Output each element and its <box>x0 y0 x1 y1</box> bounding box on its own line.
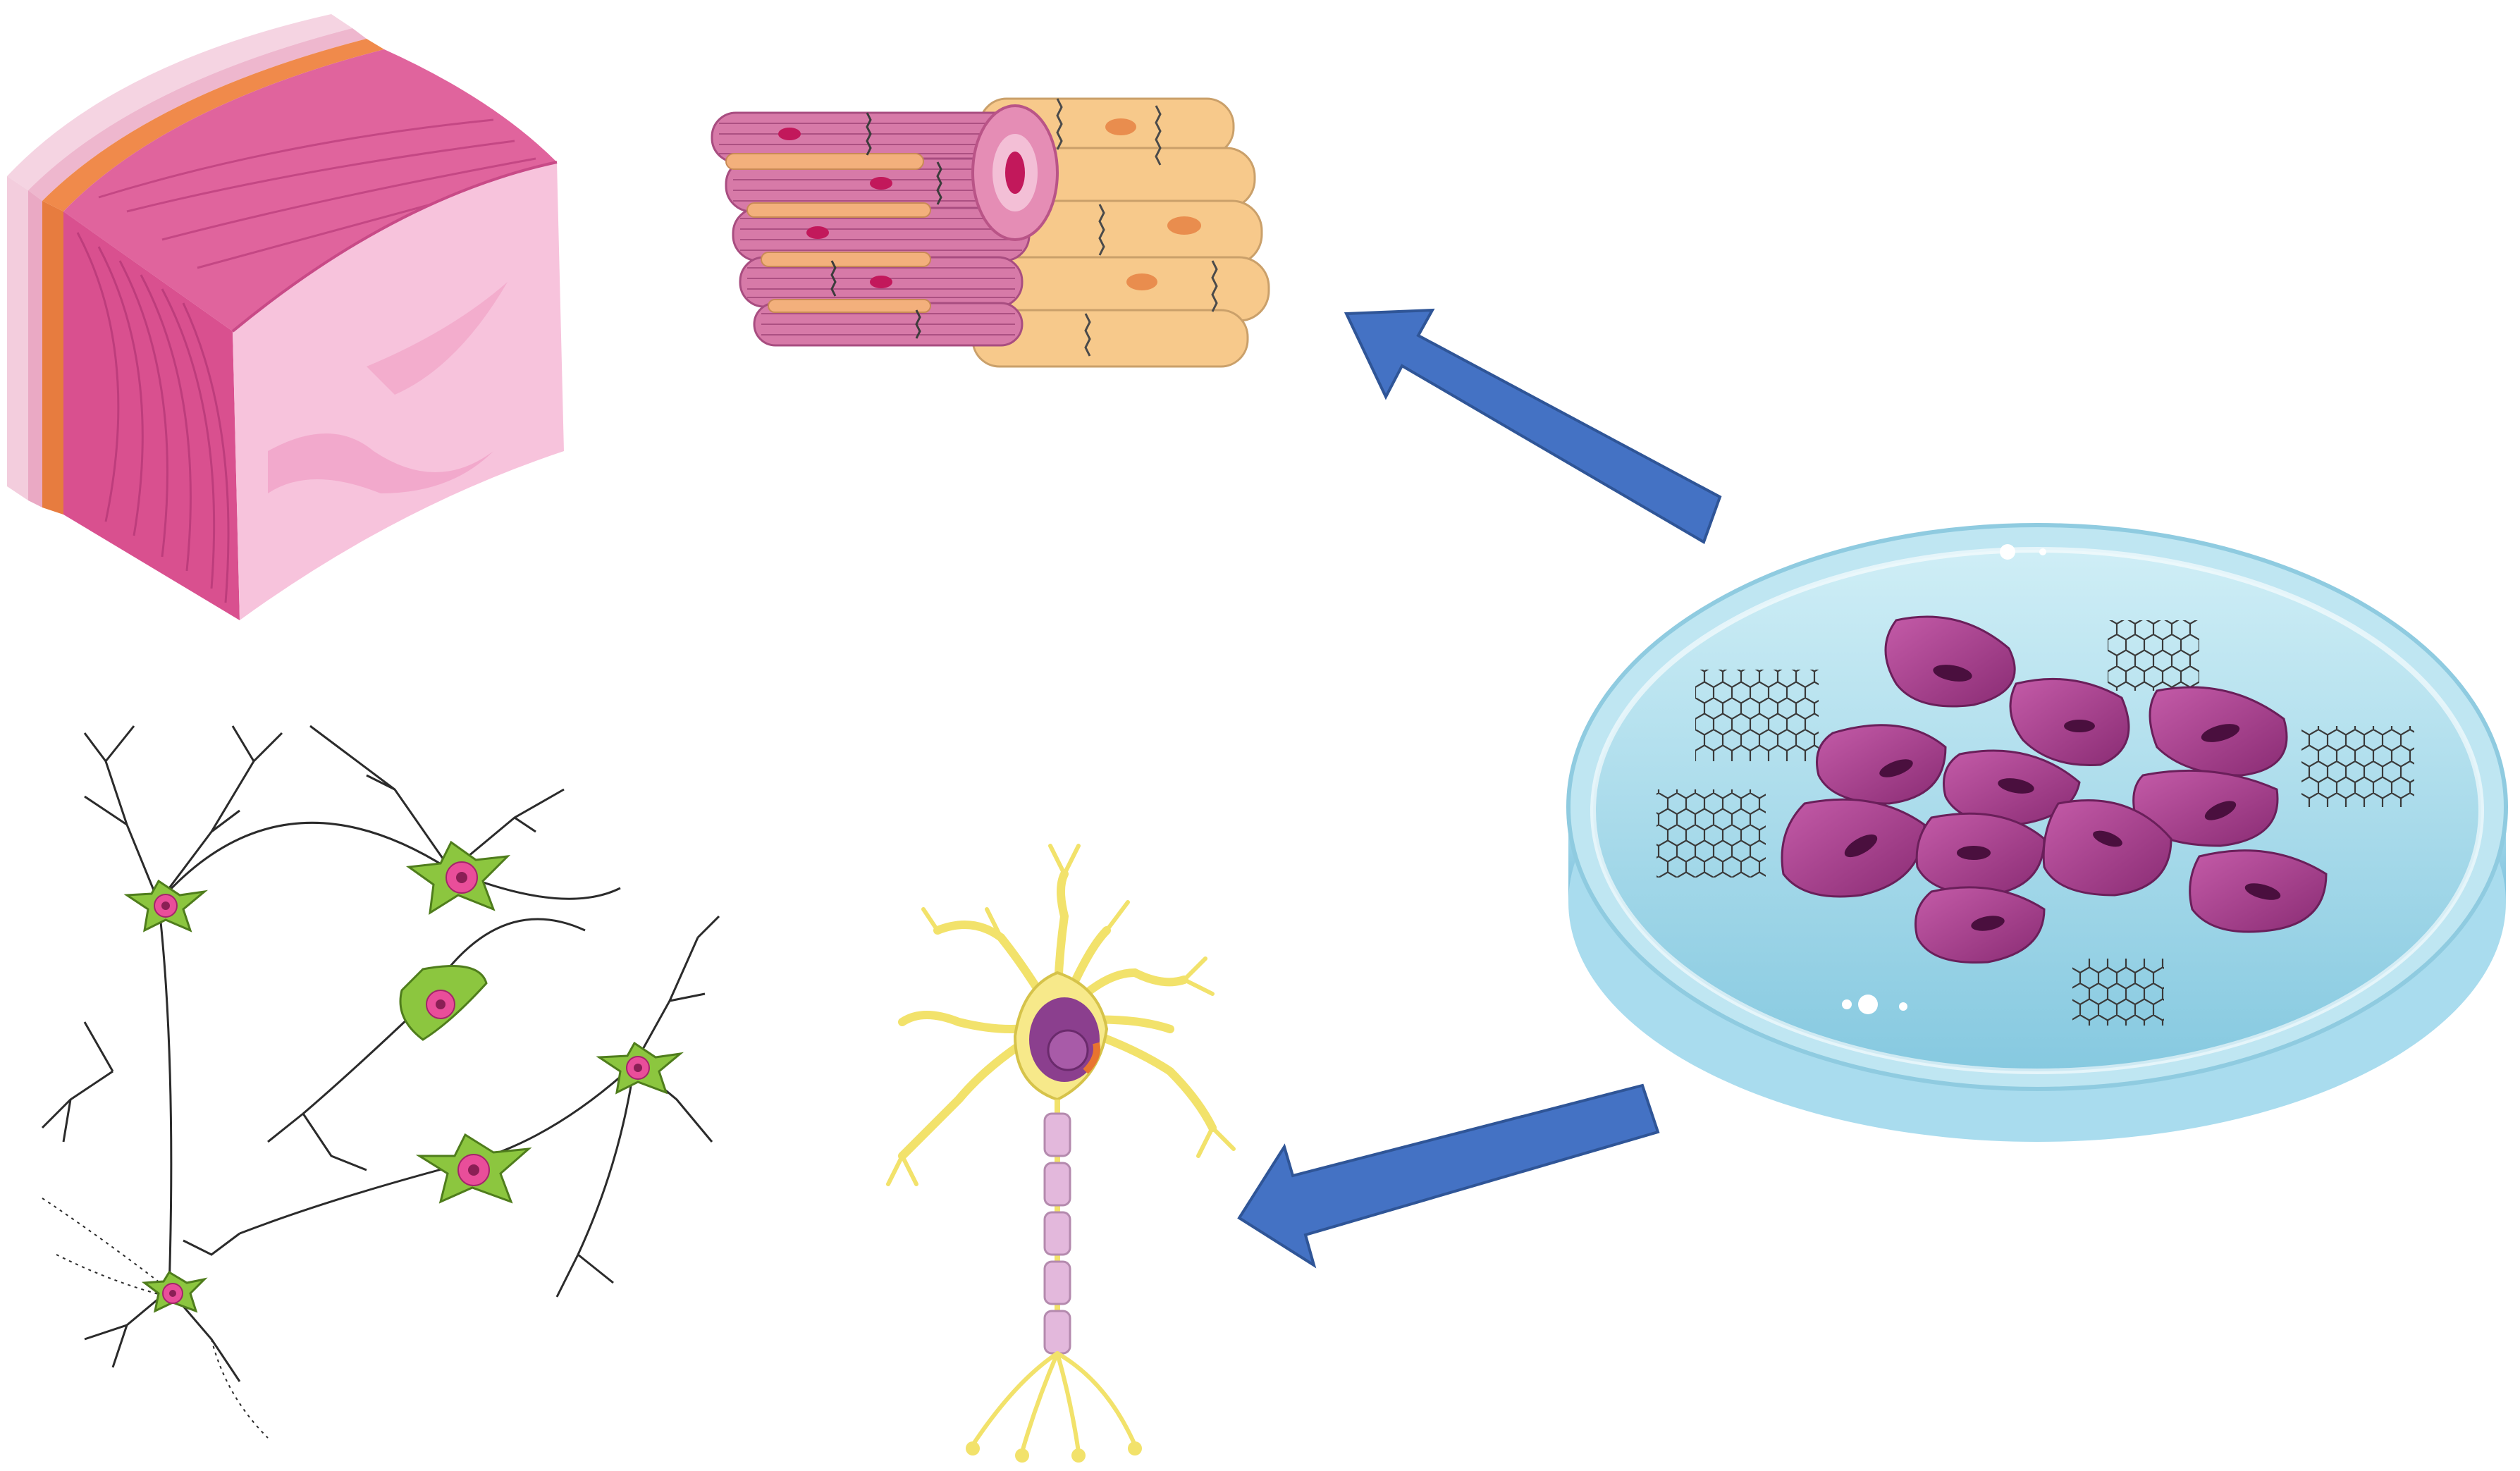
neuron-icon <box>886 844 1236 1463</box>
cardiomyocyte-fibers-icon <box>711 97 1270 368</box>
petri-dish-cells-graphene-icon <box>1566 523 2508 1142</box>
blue-arrow-icon <box>1344 308 1722 544</box>
cardiac-muscle-tissue-block-icon <box>7 14 564 620</box>
neuron-network-icon <box>41 725 720 1439</box>
blue-arrow-icon <box>1237 1083 1660 1269</box>
